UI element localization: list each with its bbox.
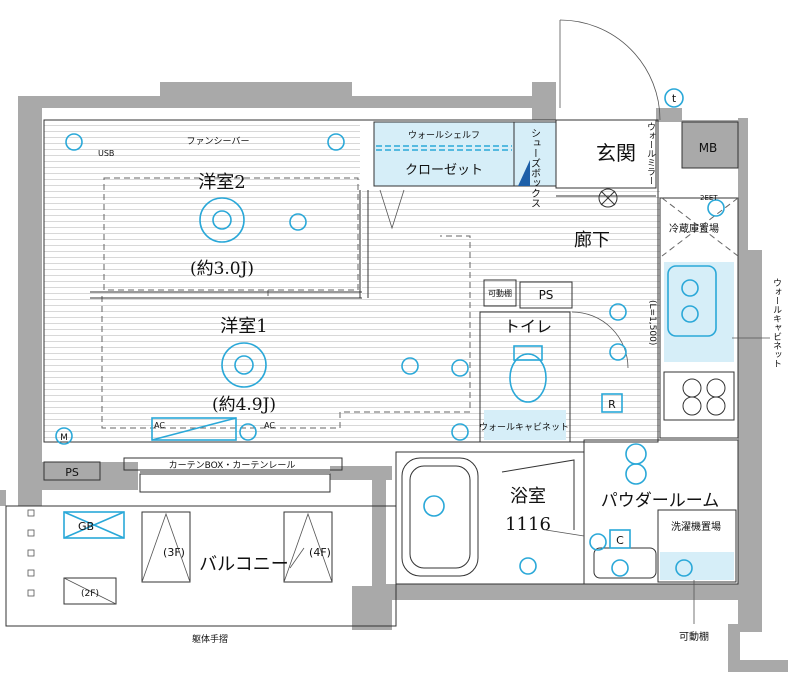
ps-left-label: PS: [65, 466, 79, 479]
mb-box: [681, 121, 739, 169]
m-label: M: [60, 433, 68, 443]
mb-label: MB: [699, 141, 718, 155]
bathroom: [395, 451, 585, 585]
gb-label: GB: [78, 520, 94, 533]
fridge-label: 冷蔵庫置場: [669, 222, 719, 235]
kitchen-length: (L=1,500): [647, 300, 657, 345]
eet-label: 2EET: [700, 194, 718, 202]
closet-label: クローゼット: [405, 163, 483, 178]
movable-shelf-bottom: 可動棚: [679, 630, 709, 643]
powder-room-label: パウダールーム: [601, 491, 720, 511]
balcony-3f: (3F): [163, 546, 185, 559]
balcony: [5, 505, 397, 627]
entrance-label: 玄関: [596, 141, 636, 165]
movable-shelf-top: 可動棚: [488, 288, 512, 298]
balcony-4f: (4F): [309, 546, 331, 559]
western2-size: (約3.0J): [190, 259, 254, 279]
western1-size: (約4.9J): [212, 395, 276, 415]
powder-room: [583, 439, 739, 585]
bathroom-name: 浴室: [510, 486, 546, 507]
western2-name: 洋室2: [198, 172, 245, 193]
bathroom-size: 1116: [505, 514, 551, 535]
wall-cabinet-right: ウォールキャビネット: [771, 278, 782, 368]
ac-label-2: AC: [264, 421, 275, 430]
curtain-box-label: カーテンBOX・カーテンレール: [169, 460, 296, 471]
western1-name: 洋室1: [220, 316, 267, 337]
toilet-room: [479, 311, 571, 443]
shoes-box-label: シューズボックス: [529, 128, 541, 208]
r-label: R: [608, 398, 616, 411]
western2-floor: [44, 120, 360, 296]
hallway-label: 廊下: [574, 230, 610, 251]
c-label: C: [616, 534, 624, 547]
wall-mirror-label: ウォールミラー: [645, 122, 656, 185]
toilet-label: トイレ: [504, 317, 552, 336]
ac-label-1: AC: [154, 421, 165, 430]
ps-hall-label: PS: [539, 288, 554, 302]
balcony-2f: (2F): [81, 589, 99, 599]
handrail-label: 躯体手摺: [192, 633, 228, 645]
wall-shelf-label: ウォールシェルフ: [408, 130, 480, 141]
fan-shaper-label: ファンシーバー: [187, 136, 250, 147]
t-label: t: [672, 92, 677, 105]
walls: [0, 82, 788, 672]
balcony-label: バルコニー: [199, 554, 289, 575]
usb-label: USB: [98, 149, 114, 158]
wall-cabinet-toilet: ウォールキャビネット: [479, 422, 569, 433]
closet: [374, 122, 514, 186]
washer-label: 洗濯機置場: [671, 520, 721, 533]
